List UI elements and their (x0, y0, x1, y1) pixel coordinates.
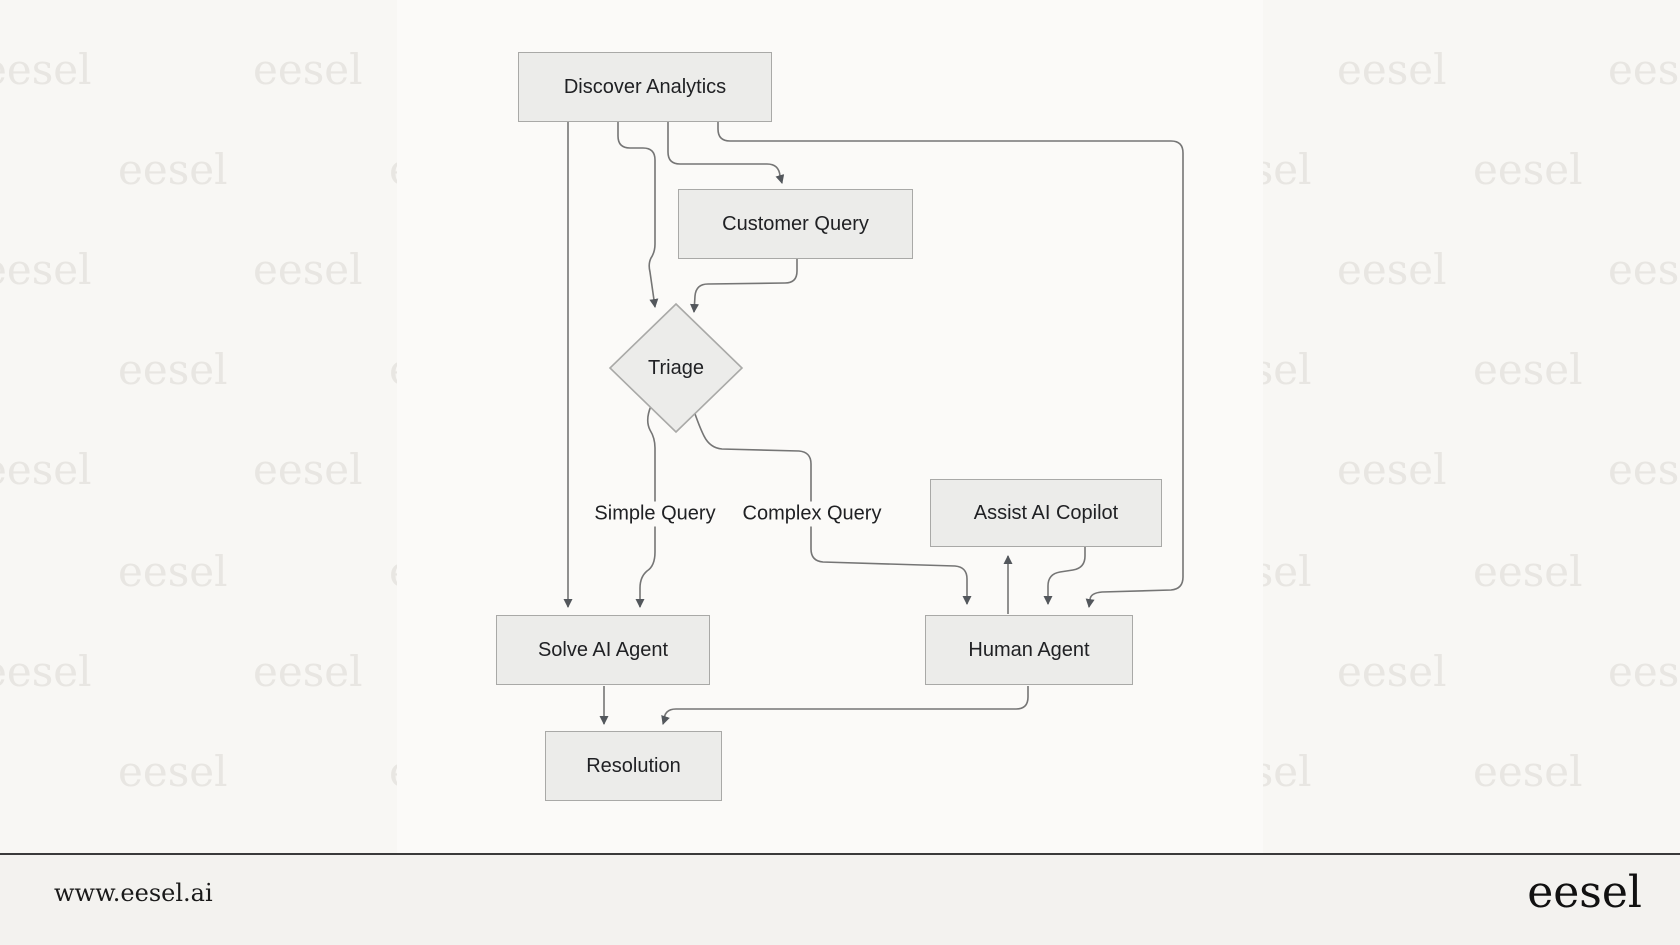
edge-discover-to-customer-query (667, 122, 785, 184)
node-solve-ai-agent: Solve AI Agent (496, 615, 710, 685)
watermark-text: eesel (1337, 647, 1447, 696)
node-triage: Triage (616, 352, 736, 384)
diagram-canvas (397, 0, 1263, 853)
edge-discover-to-human-agent (717, 122, 1184, 608)
node-label: Human Agent (968, 638, 1090, 661)
watermark-text: eesel (1608, 647, 1680, 696)
node-assist-ai-copilot: Assist AI Copilot (930, 479, 1162, 547)
node-label: Solve AI Agent (537, 638, 669, 661)
watermark-text: eesel (1473, 345, 1583, 394)
edge-human-to-resolution (661, 686, 1029, 725)
watermark-text: eesel (0, 647, 92, 696)
edge-label-simple-query: Simple Query (589, 501, 721, 527)
watermark-text: eesel (1608, 45, 1680, 94)
watermark-text: eesel (1473, 547, 1583, 596)
watermark-text: eesel (1473, 145, 1583, 194)
watermark-text: eesel (1337, 45, 1447, 94)
watermark-text: eesel (1337, 245, 1447, 294)
watermark-text: eesel (253, 647, 363, 696)
watermark-text: eesel (253, 445, 363, 494)
node-customer-query: Customer Query (678, 189, 913, 259)
node-label: Customer Query (722, 212, 869, 235)
watermark-text: eesel (118, 145, 228, 194)
watermark-text: eesel (0, 45, 92, 94)
watermark-text: eesel (253, 45, 363, 94)
node-label: Triage (648, 356, 704, 379)
edge-discover-to-triage (617, 122, 659, 308)
edge-customer-query-to-triage (690, 259, 798, 313)
footer-url: www.eesel.ai (54, 879, 213, 907)
node-label: Assist AI Copilot (973, 501, 1119, 524)
watermark-text: eesel (1473, 747, 1583, 796)
node-label: Resolution (586, 754, 681, 777)
edge-assist-to-human (1043, 547, 1086, 605)
watermark-text: eesel (0, 245, 92, 294)
watermark-text: eesel (118, 547, 228, 596)
node-triage-shape (608, 302, 744, 434)
edge-triage-simple-to-solve (635, 405, 656, 608)
node-label: Discover Analytics (563, 75, 727, 98)
watermark-text: eesel (1608, 445, 1680, 494)
watermark-text: eesel (0, 445, 92, 494)
watermark-text: eesel (1608, 245, 1680, 294)
edge-label-complex-query: Complex Query (737, 501, 887, 527)
node-discover-analytics: Discover Analytics (518, 52, 772, 122)
watermark-text: eesel (253, 245, 363, 294)
watermark-text: eesel (1337, 445, 1447, 494)
footer-logo: eesel (1527, 867, 1642, 918)
watermark-text: eesel (118, 345, 228, 394)
watermark-text: eesel (118, 747, 228, 796)
node-human-agent: Human Agent (925, 615, 1133, 685)
edge-triage-complex-to-human (692, 407, 972, 605)
node-resolution: Resolution (545, 731, 722, 801)
footer: www.eesel.ai eesel (0, 853, 1680, 945)
